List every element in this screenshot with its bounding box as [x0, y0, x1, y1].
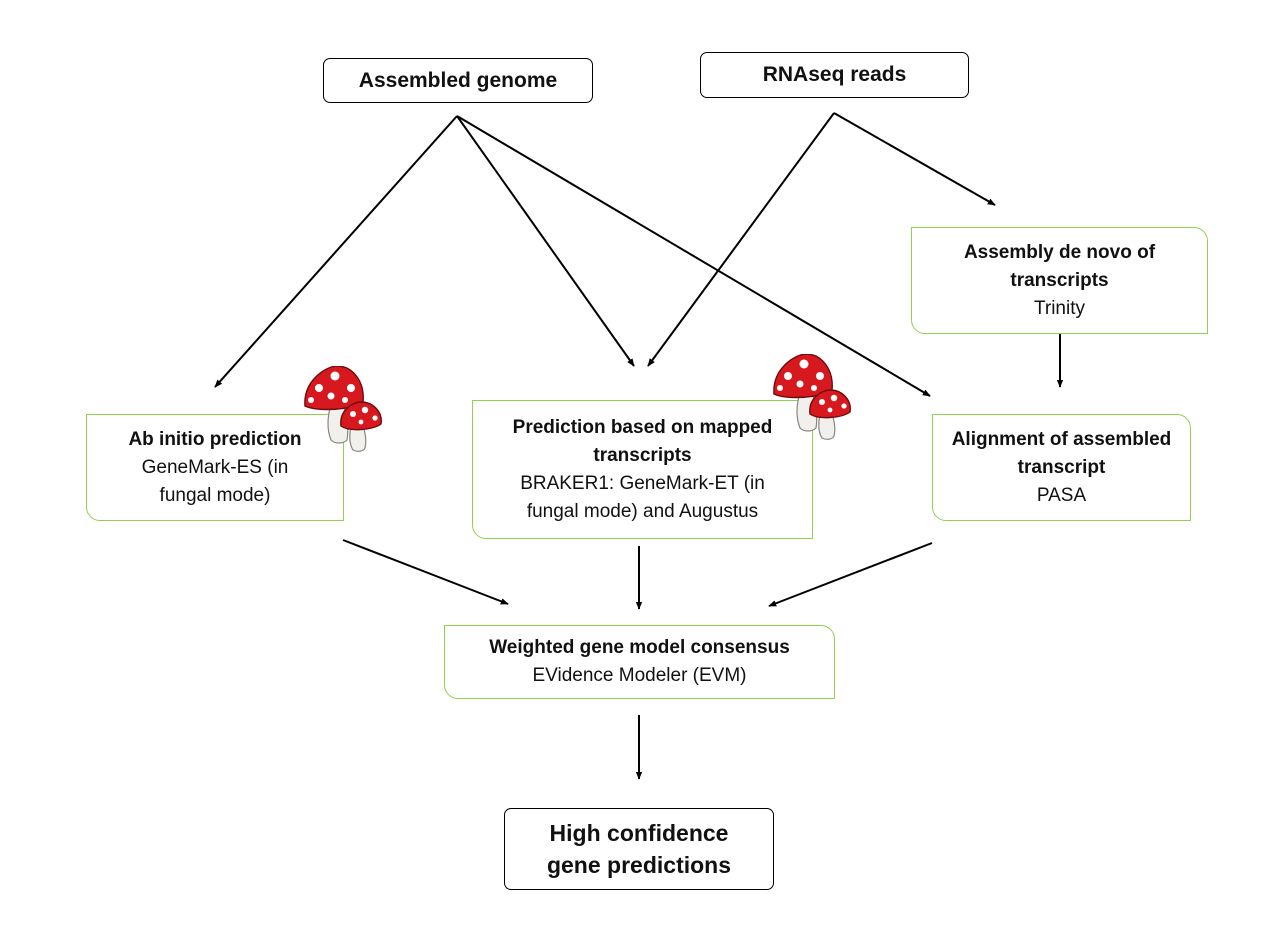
arrow-ab-initio-to-consensus: [342, 539, 509, 605]
assembly-de-novo-title: Assembly de novo of transcripts: [963, 241, 1156, 291]
rnaseq-reads-node: RNAseq reads: [700, 52, 969, 98]
mapped-transcripts-title: Prediction based on mapped transcripts: [512, 416, 773, 466]
ab-initio-title: Ab initio prediction: [128, 428, 302, 450]
high-confidence-title: High confidence gene predictions: [546, 820, 732, 878]
arrow-genome-to-alignment: [456, 115, 931, 397]
assembly-de-novo-tool: Trinity: [1033, 297, 1086, 319]
arrow-rnaseq-to-assembly: [833, 112, 996, 206]
mushroom-icon: [773, 354, 851, 440]
alignment-tool: PASA: [1036, 484, 1087, 506]
arrow-genome-to-mapped-transcripts: [456, 115, 635, 367]
mapped-transcripts-node: Prediction based on mapped transcripts B…: [472, 400, 813, 539]
weighted-consensus-node: Weighted gene model consensus EVidence M…: [444, 625, 835, 699]
mapped-transcripts-tool: BRAKER1: GeneMark-ET (in fungal mode) an…: [520, 472, 765, 522]
high-confidence-node: High confidence gene predictions: [504, 808, 774, 890]
alignment-node: Alignment of assembled transcript PASA: [932, 414, 1191, 521]
ab-initio-tool: GeneMark-ES (in fungal mode): [141, 456, 289, 506]
arrow-genome-to-ab-initio: [214, 115, 458, 388]
assembled-genome-title: Assembled genome: [358, 68, 558, 92]
rnaseq-reads-title: RNAseq reads: [762, 63, 907, 86]
arrow-alignment-to-consensus: [768, 542, 933, 607]
weighted-consensus-tool: EVidence Modeler (EVM): [532, 665, 747, 686]
assembled-genome-node: Assembled genome: [323, 58, 593, 103]
mushroom-icon: [304, 366, 382, 452]
ab-initio-node: Ab initio prediction GeneMark-ES (in fun…: [86, 414, 344, 521]
arrow-rnaseq-to-mapped-transcripts: [647, 112, 835, 367]
alignment-title: Alignment of assembled transcript: [951, 428, 1172, 478]
weighted-consensus-title: Weighted gene model consensus: [489, 637, 790, 658]
assembly-de-novo-node: Assembly de novo of transcripts Trinity: [911, 227, 1208, 334]
